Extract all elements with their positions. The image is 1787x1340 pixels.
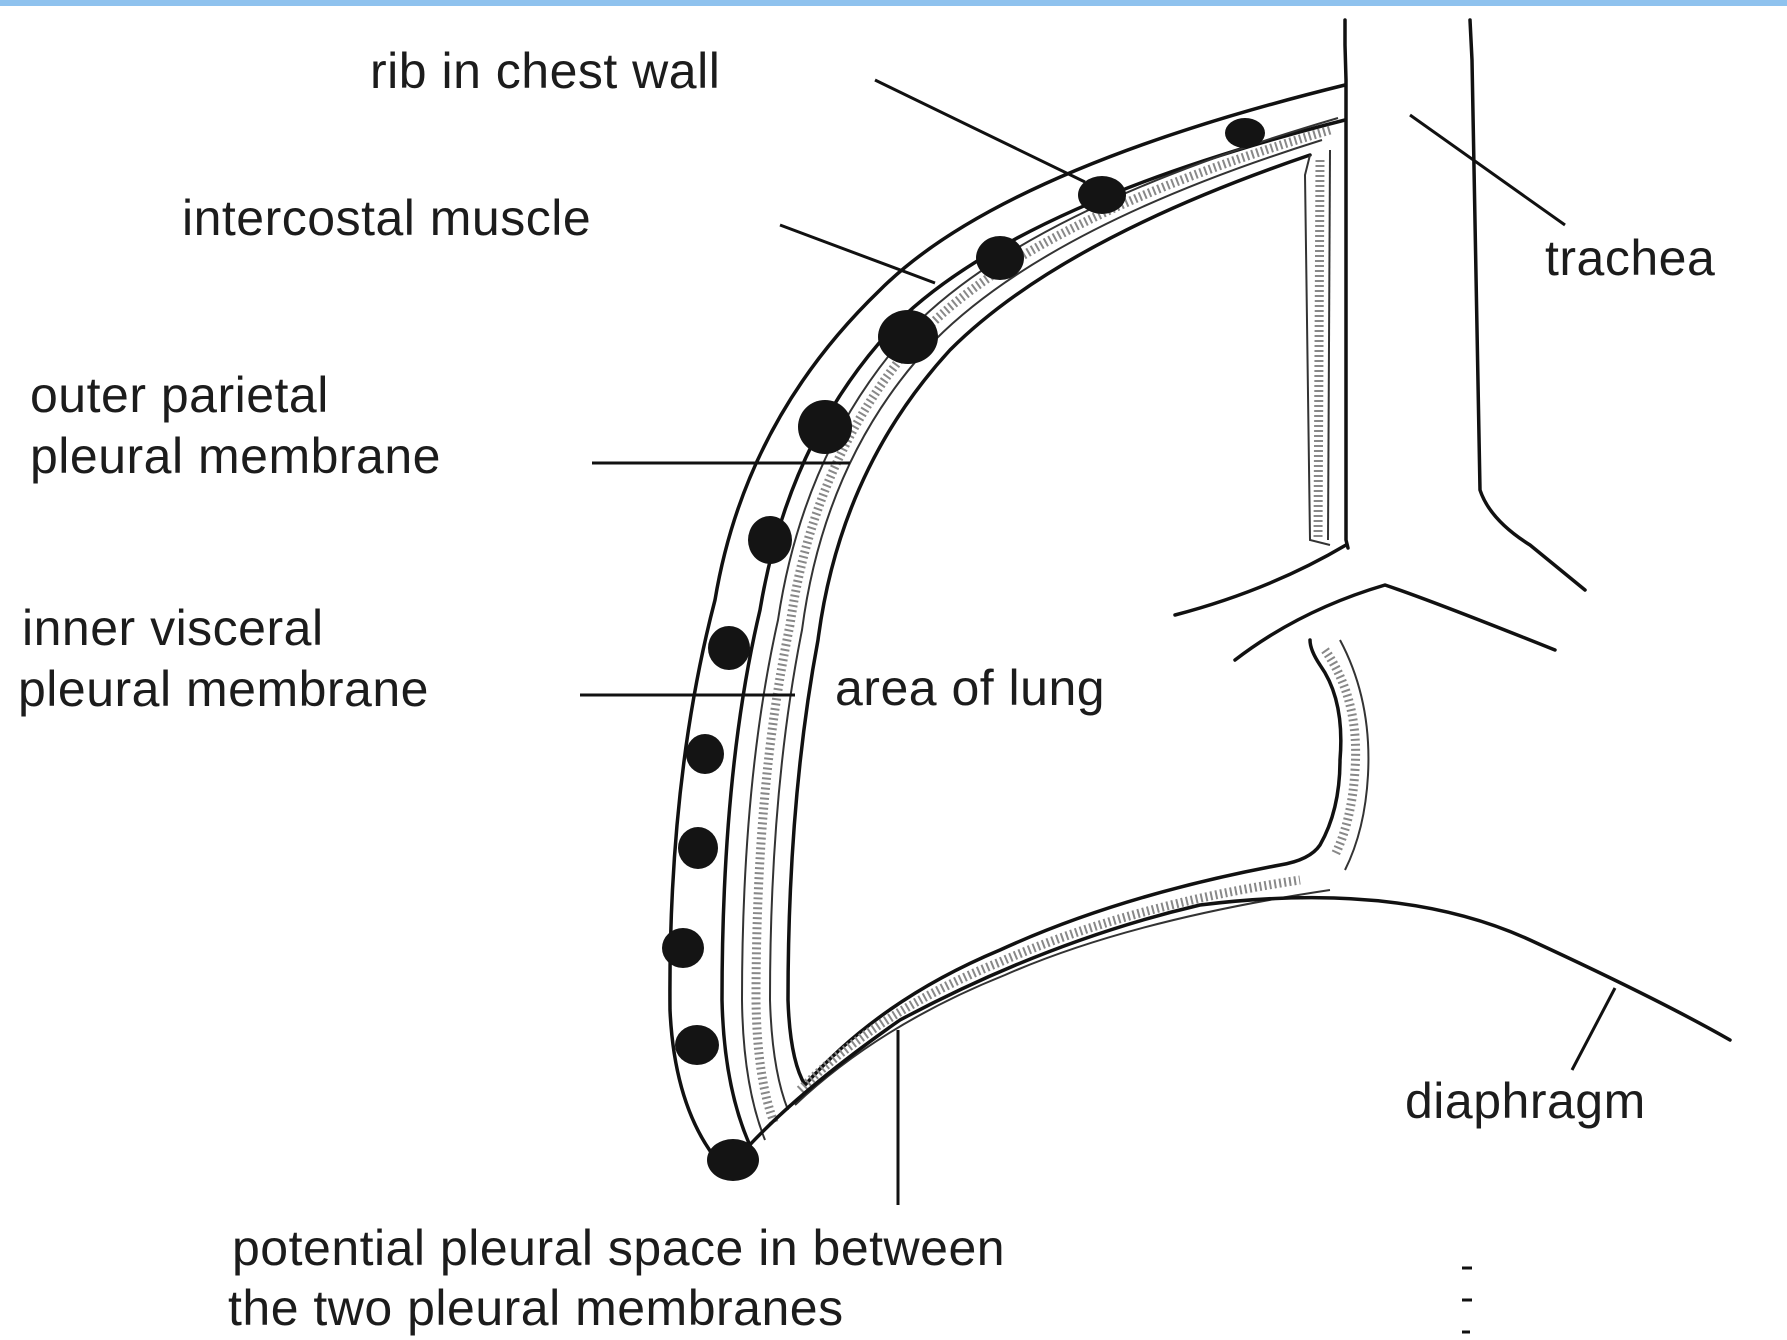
rib-11 — [675, 1025, 719, 1065]
rib-5 — [798, 400, 852, 454]
label-diaphragm: diaphragm — [1405, 1073, 1646, 1129]
rib-6 — [748, 516, 792, 564]
leader-rib — [875, 80, 1085, 182]
label-intercostal-muscle: intercostal muscle — [182, 190, 591, 246]
rib-7 — [708, 626, 750, 670]
leader-intercostal — [780, 225, 935, 283]
rib-1 — [1225, 118, 1265, 148]
label-inner-visceral-1: inner visceral — [22, 600, 324, 656]
label-rib-in-chest-wall: rib in chest wall — [370, 43, 720, 99]
label-pleural-space-1: potential pleural space in between — [232, 1220, 1005, 1276]
rib-8 — [686, 734, 724, 774]
rib-10 — [662, 928, 704, 968]
label-outer-parietal-2: pleural membrane — [30, 428, 441, 484]
parietal-pleura — [742, 118, 1338, 1140]
leader-diaphragm — [1572, 988, 1615, 1070]
label-pleural-space-2: the two pleural membranes — [228, 1280, 844, 1336]
stray-marks — [1462, 1268, 1472, 1332]
label-trachea: trachea — [1545, 230, 1715, 286]
label-area-of-lung: area of lung — [835, 660, 1105, 716]
rib-4 — [878, 310, 938, 364]
leader-trachea — [1410, 115, 1565, 225]
label-outer-parietal-1: outer parietal — [30, 367, 329, 423]
rib-3 — [976, 236, 1024, 280]
rib-12 — [707, 1139, 759, 1181]
label-inner-visceral-2: pleural membrane — [18, 661, 429, 717]
rib-2 — [1078, 176, 1126, 214]
rib-9 — [678, 827, 718, 869]
